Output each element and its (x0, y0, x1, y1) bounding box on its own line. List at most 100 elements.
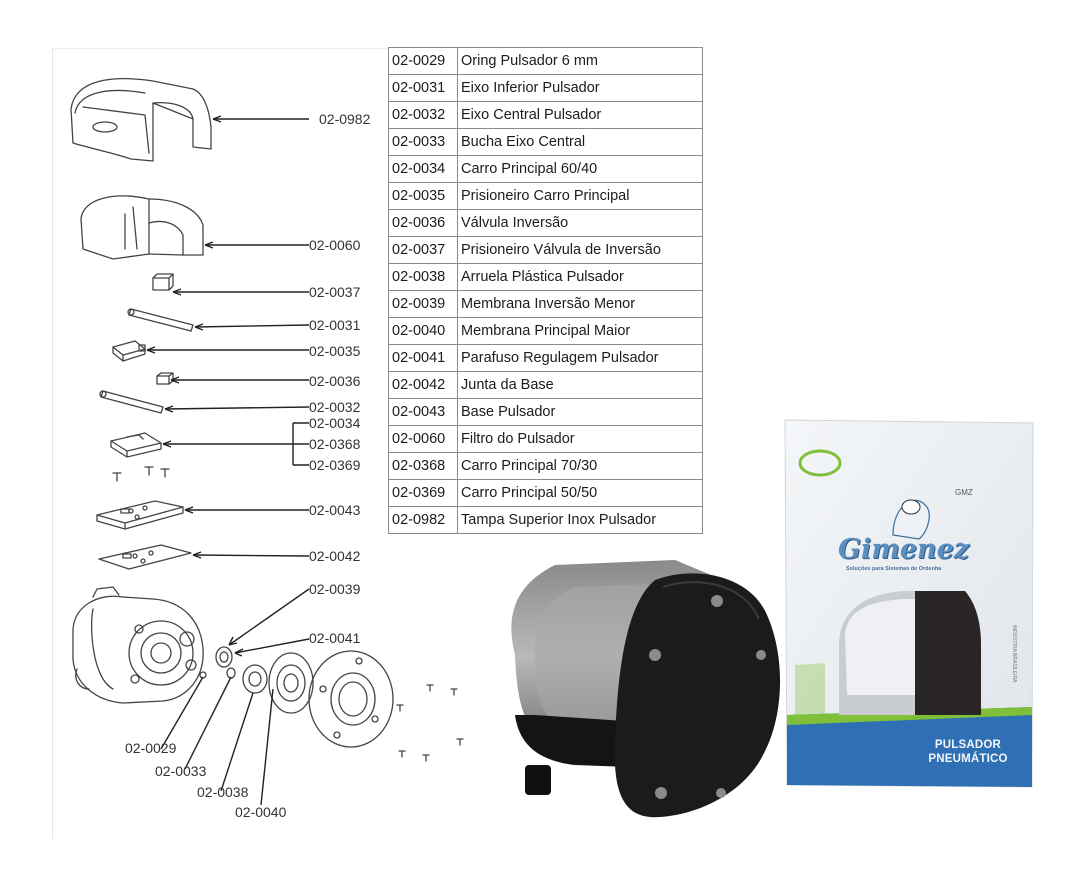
callout-02-0060: 02-0060 (309, 237, 361, 253)
lower-shaft-drawing (127, 308, 194, 332)
callout-02-0368: 02-0368 (309, 436, 361, 452)
part-description-cell: Prisioneiro Carro Principal (457, 182, 703, 210)
part-code-cell: 02-0038 (388, 263, 458, 291)
part-code-cell: 02-0029 (388, 47, 458, 75)
callout-02-0042: 02-0042 (309, 548, 361, 564)
part-description-cell: Eixo Inferior Pulsador (457, 74, 703, 102)
part-code-cell: 02-0035 (388, 182, 458, 210)
callout-02-0031: 02-0031 (309, 317, 361, 333)
cover-plate-drawing (308, 650, 394, 748)
callout-02-0041: 02-0041 (309, 630, 361, 646)
part-description-cell: Eixo Central Pulsador (457, 101, 703, 129)
part-code-cell: 02-0037 (388, 236, 458, 264)
part-code-cell: 02-0043 (388, 398, 458, 426)
part-code-cell: 02-0042 (388, 371, 458, 399)
part-description-cell: Parafuso Regulagem Pulsador (457, 344, 703, 372)
svg-text:INDÚSTRIA BRASILEIRA: INDÚSTRIA BRASILEIRA (1011, 625, 1018, 683)
box-title-line1: PULSADOR (934, 739, 1002, 751)
part-description-cell: Junta da Base (457, 371, 703, 399)
part-description-cell: Carro Principal 50/50 (457, 479, 703, 507)
part-code-cell: 02-0368 (388, 452, 458, 480)
callout-02-0034: 02-0034 (309, 415, 361, 431)
box-brand-logo: Gimenez (838, 534, 970, 565)
exploded-diagram (70, 77, 464, 806)
callout-02-0369: 02-0369 (309, 457, 361, 473)
carriage-stud-drawing (112, 340, 146, 362)
part-description-cell: Prisioneiro Válvula de Inversão (457, 236, 703, 264)
part-description-cell: Tampa Superior Inox Pulsador (457, 506, 703, 534)
callout-02-0982: 02-0982 (319, 111, 371, 127)
part-code-cell: 02-0040 (388, 317, 458, 345)
screws-drawing (112, 466, 170, 482)
part-code-cell: 02-0369 (388, 479, 458, 507)
callout-02-0029: 02-0029 (125, 740, 177, 756)
box-model-code: GMZ (955, 488, 973, 497)
part-code-cell: 02-0033 (388, 128, 458, 156)
valve-stud-drawing (152, 273, 174, 291)
part-description-cell: Oring Pulsador 6 mm (457, 47, 703, 75)
callout-02-0032: 02-0032 (309, 399, 361, 415)
membrane-parts-drawing (199, 646, 314, 714)
product-illustration: INDÚSTRIA BRASILEIRA (511, 419, 1034, 818)
callout-02-0035: 02-0035 (309, 343, 361, 359)
callout-02-0033: 02-0033 (155, 763, 207, 779)
box-product-title: PULSADOR PNEUMÁTICO (918, 738, 1018, 766)
part-code-cell: 02-0060 (388, 425, 458, 453)
box-title-line2: PNEUMÁTICO (928, 753, 1008, 765)
callout-02-0036: 02-0036 (309, 373, 361, 389)
callout-02-0039: 02-0039 (309, 581, 361, 597)
pulsator-device (511, 560, 781, 818)
plate-screws-drawing (396, 684, 464, 762)
part-code-cell: 02-0039 (388, 290, 458, 318)
central-shaft-drawing (99, 390, 164, 414)
pulsator-housing-drawing (72, 586, 204, 704)
part-description-cell: Arruela Plástica Pulsador (457, 263, 703, 291)
base-gasket-drawing (98, 544, 192, 570)
part-description-cell: Bucha Eixo Central (457, 128, 703, 156)
part-code-cell: 02-0032 (388, 101, 458, 129)
callout-02-0040: 02-0040 (235, 804, 287, 820)
part-code-cell: 02-0031 (388, 74, 458, 102)
part-code-cell: 02-0034 (388, 155, 458, 183)
inversion-valve-drawing (156, 372, 174, 385)
part-description-cell: Carro Principal 60/40 (457, 155, 703, 183)
box-brand-subtitle: Soluções para Sistemas de Ordenha (846, 566, 942, 572)
filter-drawing (80, 195, 204, 260)
main-carriage-drawing (110, 432, 162, 458)
part-description-cell: Membrana Inversão Menor (457, 290, 703, 318)
top-cover-drawing (70, 77, 212, 162)
product-box: INDÚSTRIA BRASILEIRA (784, 419, 1034, 788)
part-code-cell: 02-0036 (388, 209, 458, 237)
part-description-cell: Base Pulsador (457, 398, 703, 426)
callout-02-0038: 02-0038 (197, 784, 249, 800)
part-code-cell: 02-0982 (388, 506, 458, 534)
callout-02-0043: 02-0043 (309, 502, 361, 518)
part-description-cell: Válvula Inversão (457, 209, 703, 237)
base-drawing (96, 500, 184, 530)
part-description-cell: Membrana Principal Maior (457, 317, 703, 345)
part-description-cell: Carro Principal 70/30 (457, 452, 703, 480)
part-code-cell: 02-0041 (388, 344, 458, 372)
product-photo: INDÚSTRIA BRASILEIRA (495, 415, 1055, 860)
exploded-diagram-panel: 02-0982 02-0060 02-0037 02-0031 02-0035 … (52, 48, 479, 839)
callout-02-0037: 02-0037 (309, 284, 361, 300)
